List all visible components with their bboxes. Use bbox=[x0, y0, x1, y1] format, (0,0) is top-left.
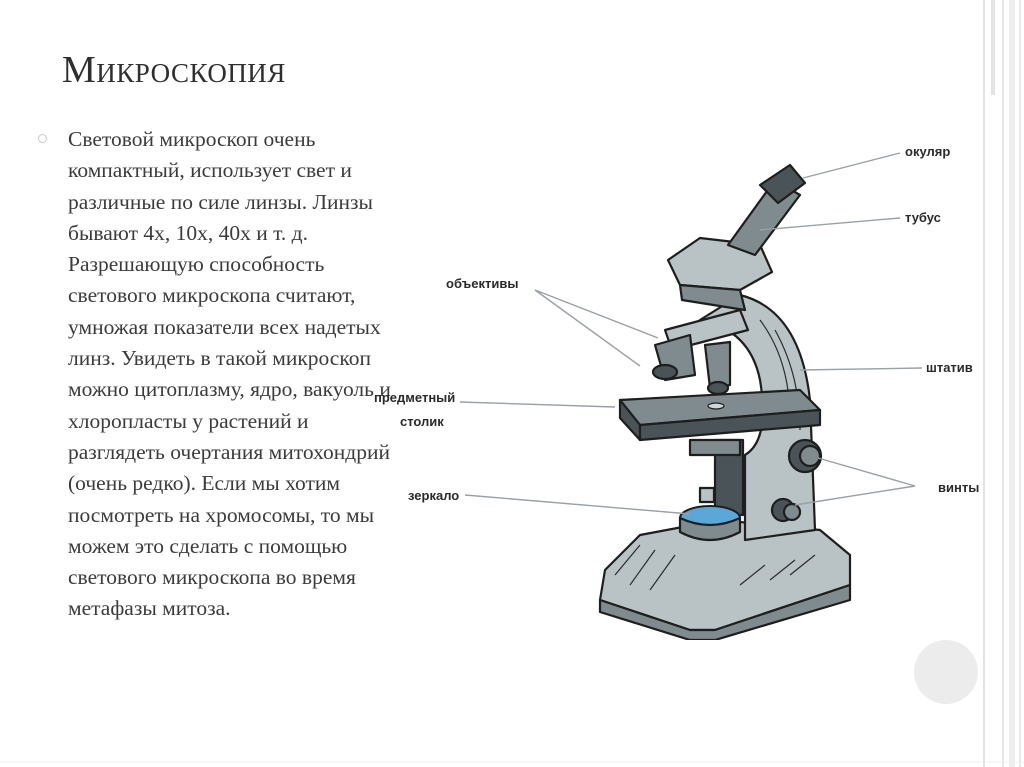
decorative-corner-circle bbox=[914, 640, 978, 704]
slide-title: Микроскопия bbox=[62, 49, 286, 91]
label-screws: винты bbox=[938, 480, 979, 495]
microscope-eyepiece bbox=[758, 163, 807, 205]
microscope-diagram: окуляр тубус объективы штатив предметный… bbox=[374, 144, 979, 640]
objective-2 bbox=[703, 340, 732, 390]
body-text: Световой микроскоп очень компактный, исп… bbox=[68, 127, 391, 621]
label-stand: штатив bbox=[926, 360, 973, 375]
label-tube: тубус bbox=[905, 210, 941, 225]
label-mirror: зеркало bbox=[408, 488, 459, 503]
microscope-arm bbox=[698, 293, 817, 542]
label-stage-line2: столик bbox=[400, 414, 444, 429]
bullet-circle-icon bbox=[38, 134, 47, 143]
label-objectives: объективы bbox=[446, 276, 518, 291]
label-eyepiece: окуляр bbox=[905, 144, 950, 159]
microscope-illustration bbox=[598, 163, 852, 640]
leader-lines bbox=[459, 152, 923, 515]
label-stage-line1: предметный bbox=[374, 390, 455, 405]
